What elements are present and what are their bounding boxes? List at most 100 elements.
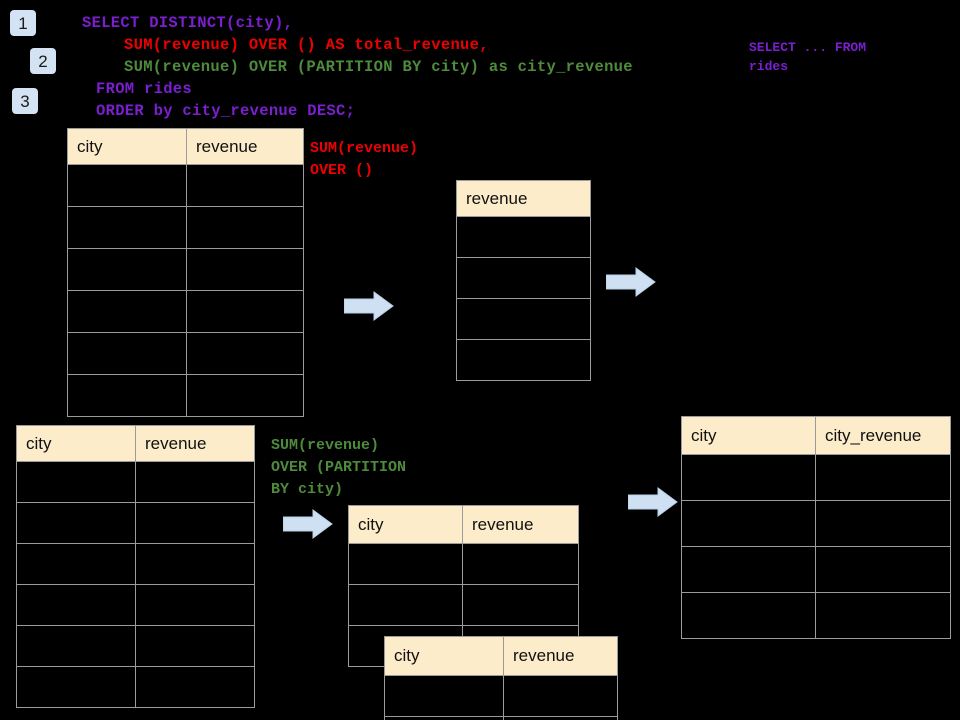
table-row (681, 546, 951, 593)
table-cell (135, 461, 255, 503)
sql-line-1: SELECT DISTINCT(city), (82, 14, 294, 32)
table-cell (135, 502, 255, 544)
sql-line-4: FROM rides (96, 80, 193, 98)
table-cell (456, 298, 591, 340)
table-row (16, 666, 255, 708)
table-cell (815, 454, 951, 501)
table-cell (348, 543, 463, 585)
column-header: revenue (462, 505, 579, 544)
arrow-top-left-icon (343, 290, 394, 322)
table-cell (462, 543, 579, 585)
table-cell (456, 339, 591, 381)
column-header: city_revenue (815, 416, 951, 455)
column-header: revenue (456, 180, 591, 217)
table-row (67, 374, 304, 417)
sql-line-5: ORDER by city_revenue DESC; (96, 102, 356, 120)
table-cell (681, 500, 816, 547)
annotation-sum-over-empty: SUM(revenue) OVER () (310, 140, 419, 179)
total-revenue-table: revenue (456, 180, 591, 381)
table-cell (135, 666, 255, 708)
table-row (348, 584, 579, 626)
table-cell (16, 502, 136, 544)
column-header: revenue (503, 636, 618, 676)
table-cell (16, 543, 136, 585)
table-row (67, 206, 304, 249)
table-row (384, 675, 618, 717)
sql-query-block: SELECT DISTINCT(city), SUM(revenue) OVER … (82, 12, 633, 122)
table-cell (384, 716, 504, 720)
table-row (67, 248, 304, 291)
column-header: city (348, 505, 463, 544)
table-cell (348, 584, 463, 626)
column-header: city (16, 425, 136, 462)
column-header: revenue (186, 128, 304, 165)
table-row (456, 257, 591, 299)
table-row (456, 298, 591, 340)
table-cell (456, 216, 591, 258)
table-row (384, 716, 618, 720)
step-badge-2: 2 (30, 48, 56, 74)
table-cell (16, 666, 136, 708)
table-row (16, 584, 255, 626)
table-cell (815, 500, 951, 547)
step-badge-3: 3 (12, 88, 38, 114)
table-row (681, 454, 951, 501)
table-cell (681, 546, 816, 593)
table-cell (67, 332, 187, 375)
table-row (681, 500, 951, 547)
arrow-bottom-left-icon (282, 508, 333, 540)
column-header: city (681, 416, 816, 455)
table-row (456, 216, 591, 258)
table-cell (186, 374, 304, 417)
arrow-bottom-right-icon (627, 486, 678, 518)
table-cell (67, 206, 187, 249)
table-cell (135, 625, 255, 667)
table-cell (384, 675, 504, 717)
table-cell (135, 543, 255, 585)
table-cell (815, 592, 951, 639)
table-row (456, 339, 591, 381)
table-row (681, 592, 951, 639)
table-cell (456, 257, 591, 299)
table-cell (67, 248, 187, 291)
table-cell (681, 454, 816, 501)
table-cell (815, 546, 951, 593)
table-cell (186, 332, 304, 375)
table-row (16, 625, 255, 667)
table-cell (67, 374, 187, 417)
column-header: revenue (135, 425, 255, 462)
table-row (67, 332, 304, 375)
table-row (67, 164, 304, 207)
step-badge-1: 1 (10, 10, 36, 36)
table-row (16, 543, 255, 585)
table-cell (67, 290, 187, 333)
sql-line-3: SUM(revenue) OVER (PARTITION BY city) as… (124, 58, 633, 76)
table-cell (67, 164, 187, 207)
table-header-row: revenue (456, 180, 591, 217)
table-row (16, 502, 255, 544)
table-cell (503, 675, 618, 717)
sql-line-2: SUM(revenue) OVER () AS total_revenue, (124, 36, 489, 54)
column-header: city (67, 128, 187, 165)
annotation-select-from-rides: SELECT ... FROM rides (749, 40, 867, 74)
table-cell (681, 592, 816, 639)
table-row (348, 543, 579, 585)
annotation-sum-over-partition: SUM(revenue) OVER (PARTITION BY city) (271, 437, 407, 498)
table-cell (503, 716, 618, 720)
table-cell (186, 290, 304, 333)
table-cell (16, 461, 136, 503)
table-cell (16, 584, 136, 626)
table-cell (16, 625, 136, 667)
table-cell (186, 164, 304, 207)
table-row (67, 290, 304, 333)
